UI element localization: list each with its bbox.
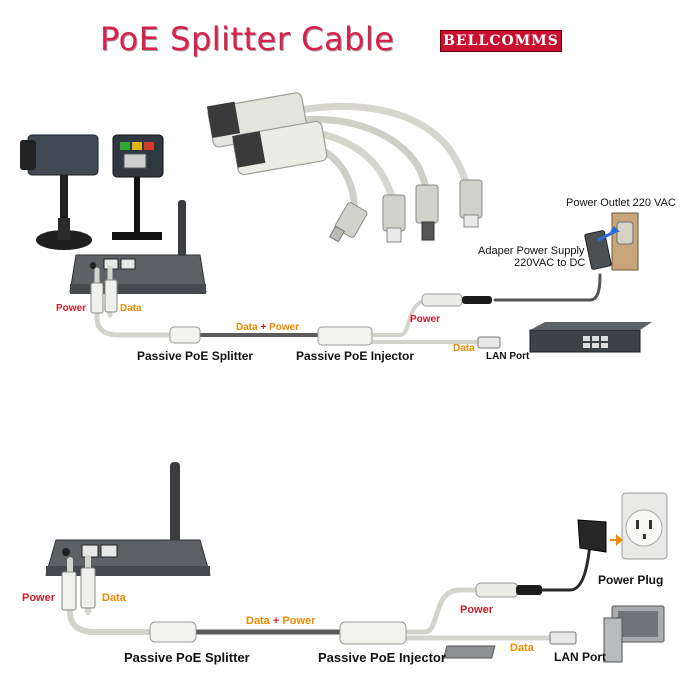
dp-plus-text: + [260,322,267,333]
top-splitter-label: Passive PoE Splitter [137,349,254,363]
bottom-data-label-left: Data [102,592,126,604]
ip-camera-back-image [112,134,164,240]
bottom-data-label-right: Data [510,642,534,654]
adapter-label-line2: 220VAC to DC [514,257,586,269]
adapter-label-line1: Adaper Power Supply [478,245,585,257]
top-access-point-image [69,200,207,294]
top-data-plus-power-label: Data + Power [236,322,299,333]
poe-cable-product-photo [206,92,483,243]
bottom-splitter-label: Passive PoE Splitter [124,650,250,665]
brand-logo: BELLCOMMS [440,30,562,52]
bottom-lan-port-label: LAN Port [554,650,606,664]
top-power-label-left: Power [56,303,87,314]
dp-data-text: Data [236,322,258,333]
top-data-label-left: Data [120,303,142,314]
bottom-power-label-left: Power [22,592,56,604]
dp-data-text: Data [246,615,270,627]
top-data-label-right: Data [453,343,475,354]
network-switch-image [529,322,652,353]
page-title: PoE Splitter Cable [100,20,395,58]
ip-camera-box-image [20,134,99,250]
top-lan-port-label: LAN Port [486,351,530,362]
bottom-injector-label: Passive PoE Injector [318,650,446,665]
dp-power-text: Power [282,615,316,627]
computer-image [443,605,665,663]
dp-plus-text: + [272,615,280,627]
bottom-connectors [61,567,577,645]
top-connectors [90,279,501,349]
power-outlet-label: Power Outlet 220 VAC [566,197,676,209]
power-adapter-image [584,212,639,271]
dp-power-text: Power [269,322,300,333]
bottom-power-label-right: Power [460,604,494,616]
top-injector-label: Passive PoE Injector [296,349,415,363]
top-power-label-right: Power [410,314,441,325]
power-plug-label: Power Plug [598,573,664,587]
bottom-data-plus-power-label: Data + Power [246,615,315,627]
power-plug-image [577,492,668,560]
